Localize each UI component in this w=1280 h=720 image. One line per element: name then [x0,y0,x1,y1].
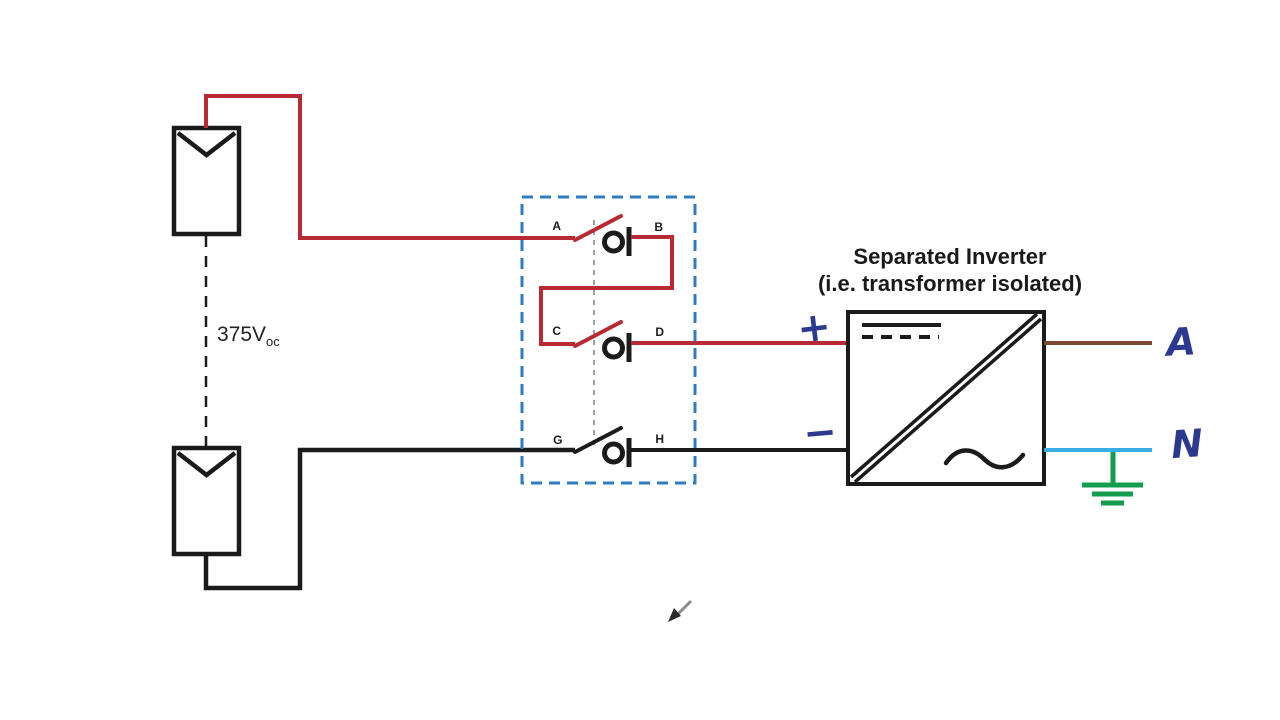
inverter-negative-label: − [801,408,839,458]
switch-terminal-b-label: B [654,220,664,234]
wire-b-to-c [539,235,674,346]
ground-icon [1082,452,1143,506]
output-line-label: A [1165,319,1197,365]
voltage-subscript: oc [266,334,280,350]
inverter-title-line1: Separated Inverter [853,244,1047,269]
pv-chevron-icon [176,131,237,158]
pv-module-top [171,125,242,237]
switch-pole-gh [573,426,632,467]
dc-negative-wire [203,447,575,591]
pen-cursor-icon [668,599,693,622]
switch-contact-icon [602,333,632,362]
string-voltage-label: 375Voc [217,323,280,349]
pv-module-bottom [171,445,242,557]
switch-terminal-h-label: H [655,432,665,446]
inverter-positive-label: + [794,303,834,353]
dc-positive-wire [204,94,575,240]
voltage-value: 375V [217,322,267,346]
disconnect-enclosure [520,195,697,485]
switch-terminal-a-label: A [552,219,562,233]
switch-pole-ab [573,214,632,256]
switch-terminal-c-label: C [552,324,562,338]
switch-contact-icon [602,438,632,467]
ac-sine-icon [943,448,1026,470]
switch-terminal-d-label: D [655,325,665,339]
dc-symbol-icon [862,323,941,339]
switch-terminal-g-label: G [553,433,563,447]
pv-chevron-icon [176,451,237,478]
switch-pole-cd [573,320,632,362]
output-neutral-label: N [1169,420,1205,468]
inverter-title: Separated Inverter (i.e. transformer iso… [740,243,1160,297]
switch-contact-icon [602,227,632,256]
inverter-title-line2: (i.e. transformer isolated) [817,271,1083,296]
inverter-symbol [846,310,1046,486]
